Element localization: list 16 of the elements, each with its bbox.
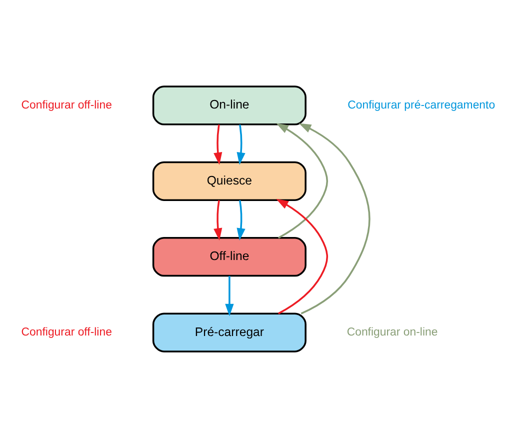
arrow: [298, 123, 370, 314]
arrow: [214, 124, 222, 165]
arrow: [225, 276, 234, 316]
arrow: [236, 124, 246, 165]
arrow: [276, 123, 328, 239]
node-box: Quiesce: [152, 161, 306, 201]
node-box: Off-line: [152, 237, 306, 277]
arrow: [276, 198, 328, 314]
label: Configurar off-line: [21, 326, 112, 339]
node-box: On-line: [152, 86, 306, 126]
node-box: Pré-carregar: [152, 312, 306, 352]
label: Configurar on-line: [346, 326, 438, 339]
label: Configurar off-line: [21, 99, 112, 112]
arrow: [214, 200, 222, 241]
label: Configurar pré-carregamento: [348, 99, 496, 112]
arrow: [236, 200, 246, 241]
